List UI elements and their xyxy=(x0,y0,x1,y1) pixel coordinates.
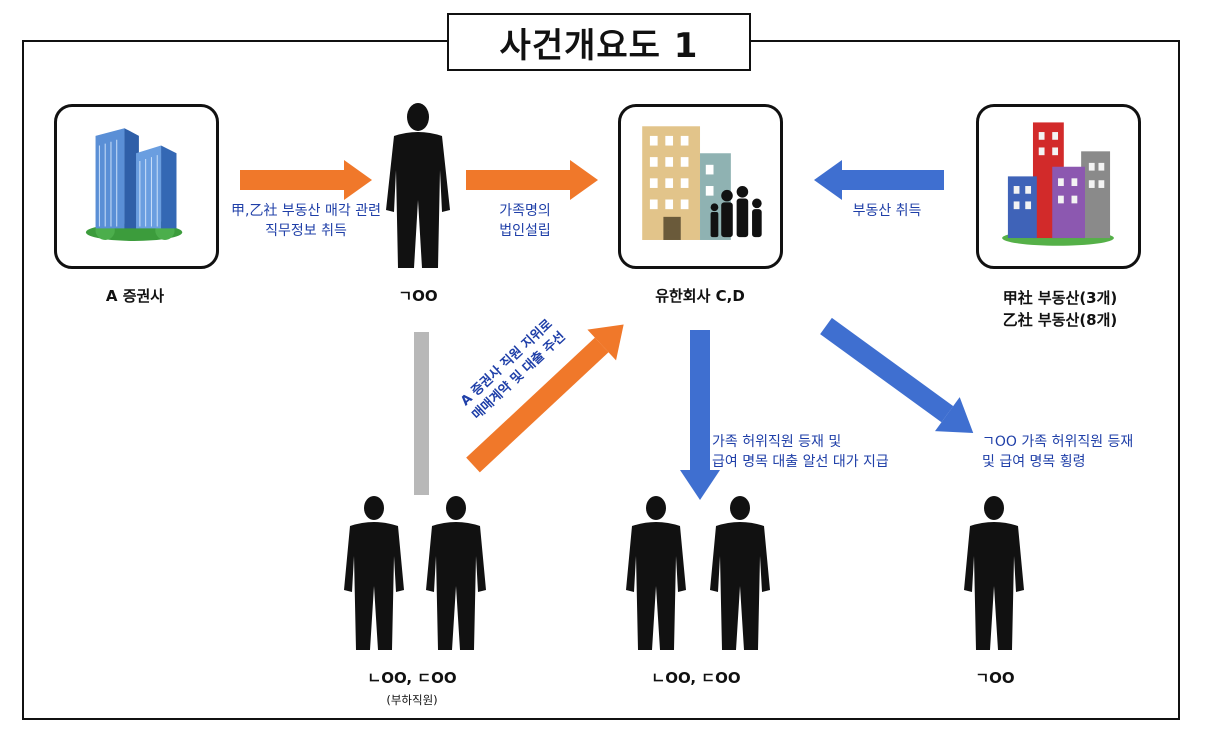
person-g-bottom-silhouette xyxy=(964,496,1024,650)
arrow-person-to-company xyxy=(466,160,598,200)
arrow-company-to-family xyxy=(680,330,720,500)
arrow-realestate-to-company xyxy=(814,160,944,200)
family-employee-2-silhouette xyxy=(710,496,770,650)
subordinates-sublabel: (부하직원) xyxy=(386,693,438,707)
diagram-title: 사건개요도 1 xyxy=(447,13,751,71)
realestate-label-2: 乙社 부동산(8개) xyxy=(1002,311,1118,329)
edge-acquire-label: 부동산 취득 xyxy=(852,203,922,219)
company-family-icon xyxy=(642,126,762,240)
realestate-icon-box xyxy=(976,104,1141,269)
edge-embezzle-label-1: ㄱOO 가족 허위직원 등재 xyxy=(982,434,1134,450)
edge-payment-label-1: 가족 허위직원 등재 및 xyxy=(712,434,842,450)
person-g-label: ㄱOO xyxy=(398,287,438,305)
edge-corp-label-1: 가족명의 xyxy=(499,203,551,219)
family-employee-1-silhouette xyxy=(626,496,686,650)
realestate-label-1: 甲社 부동산(3개) xyxy=(1002,289,1118,307)
arrow-subordinates-to-company xyxy=(466,324,624,473)
connector-person-to-subordinates xyxy=(414,332,429,495)
arrow-company-to-person-bottom xyxy=(820,317,974,433)
edge-payment-label-2: 급여 명목 대출 알선 대가 지급 xyxy=(712,454,889,470)
city-buildings-icon xyxy=(1002,122,1114,246)
edge-info-label-2: 직무정보 취득 xyxy=(265,223,347,239)
edge-info-label-1: 甲,乙社 부동산 매각 관련 xyxy=(231,203,381,219)
securities-icon-box xyxy=(54,104,219,269)
person-g-silhouette xyxy=(386,103,450,268)
arrow-securities-to-person xyxy=(240,160,372,200)
edge-corp-label-2: 법인설립 xyxy=(499,223,551,239)
subordinates-label: ㄴOO, ㄷOO xyxy=(367,669,457,687)
family-employees-label: ㄴOO, ㄷOO xyxy=(651,669,741,687)
office-building-icon xyxy=(85,128,183,241)
securities-label: A 증권사 xyxy=(105,287,165,305)
company-label: 유한회사 C,D xyxy=(655,287,745,305)
person-g-bottom-label: ㄱOO xyxy=(975,669,1015,687)
subordinate-1-silhouette xyxy=(344,496,404,650)
company-icon-box xyxy=(618,104,783,269)
edge-embezzle-label-2: 및 급여 명목 횡령 xyxy=(982,454,1086,470)
subordinate-2-silhouette xyxy=(426,496,486,650)
